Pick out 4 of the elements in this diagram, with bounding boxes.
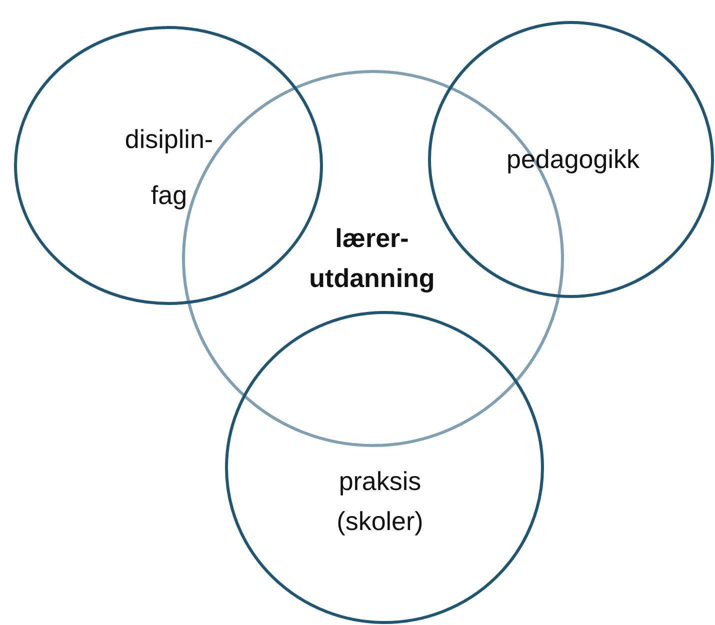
- circle-label: lærer- utdanning: [308, 222, 436, 295]
- circle-label: disiplin- fag: [124, 123, 214, 212]
- circle-label: pedagogikk: [506, 143, 640, 176]
- circle-label: praksis (skoler): [336, 465, 424, 538]
